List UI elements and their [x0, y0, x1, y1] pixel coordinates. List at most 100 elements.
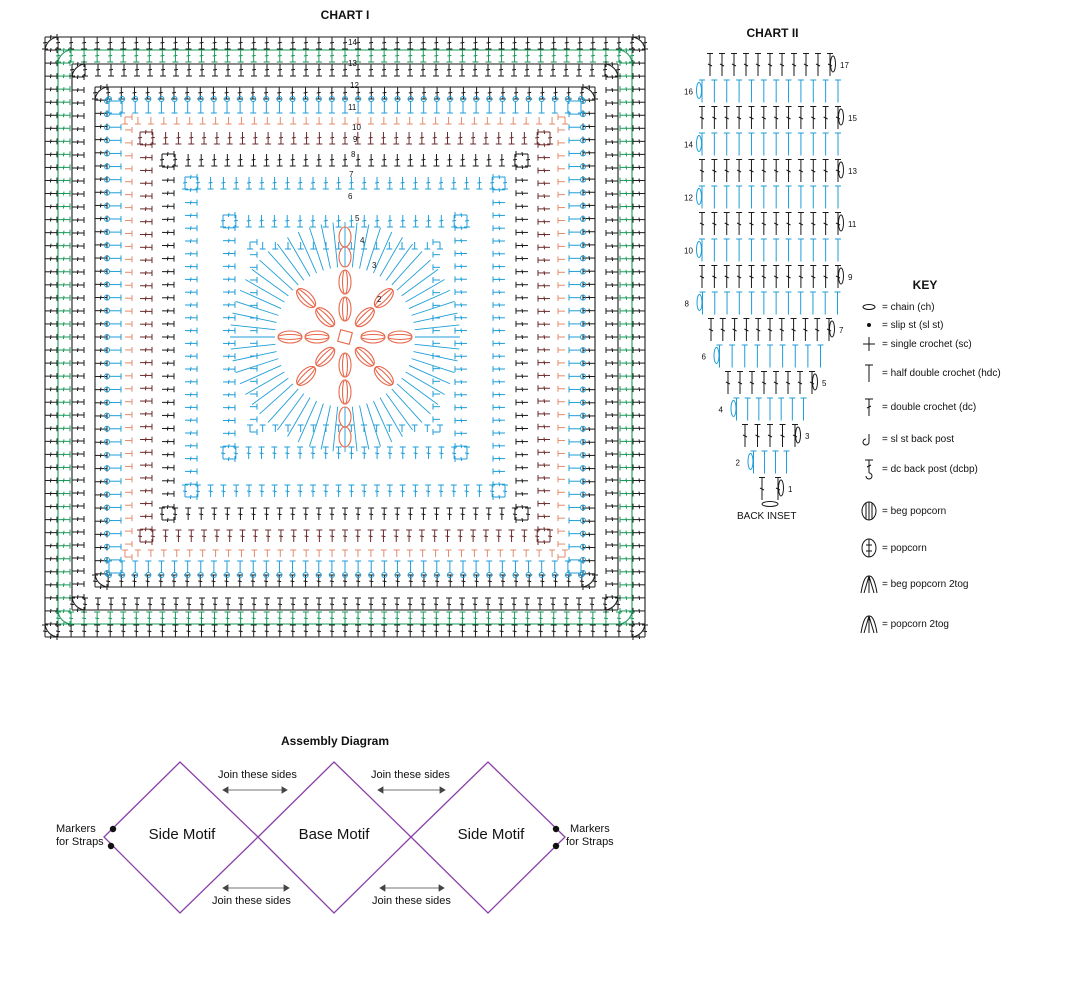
side-motif-left-outline — [103, 761, 259, 914]
chart-1-ring — [247, 239, 443, 435]
side-motif-left-label: Side Motif — [148, 826, 216, 843]
chart-1-round-number: 5 — [355, 214, 360, 223]
markers-for-straps-left: Markers for Straps — [56, 823, 104, 849]
chart-1-round-number: 12 — [350, 81, 359, 90]
chart-2-row — [730, 397, 807, 421]
chart-2-row-number: 3 — [805, 432, 810, 441]
chart-2-row — [759, 477, 784, 500]
chart-1-ring — [69, 61, 621, 613]
assembly-title: Assembly Diagram — [280, 734, 390, 748]
chart-2-row — [742, 424, 801, 447]
key-item-label: = chain (ch) — [882, 301, 935, 313]
chart-2-row-number: 8 — [685, 300, 690, 309]
chart-2-row — [696, 79, 841, 103]
chart-2-row-number: 7 — [839, 326, 844, 335]
key-item: = popcorn — [858, 537, 927, 559]
chart-2-row-number: 2 — [736, 459, 741, 468]
key-item-label: = half double crochet (hdc) — [882, 367, 1001, 379]
chart-1-title: CHART I — [320, 8, 370, 22]
chart-2-row — [696, 185, 841, 209]
chart-1-round-number: 6 — [348, 192, 353, 201]
chart-2-row — [696, 238, 841, 262]
key-item: = dc back post (dcbp) — [858, 458, 978, 480]
chart-1-ring — [122, 114, 568, 560]
strap-marker-left-bottom — [107, 842, 115, 850]
chart-1-round-number: 11 — [348, 103, 357, 112]
chart-2-row-number: 5 — [822, 379, 827, 388]
chart-2-title: CHART II — [746, 26, 799, 40]
chart-2-row-number: 15 — [848, 114, 857, 123]
chart-2-row-number: 6 — [702, 353, 707, 362]
chart-2-row — [699, 106, 844, 129]
strap-marker-left-top — [109, 825, 117, 833]
sl-st-back-post-icon — [858, 428, 880, 450]
popcorn-2tog-icon — [858, 613, 880, 635]
chart-1-ring — [182, 174, 508, 500]
chart-1-round-number: 10 — [352, 123, 361, 132]
strap-marker-right-top — [552, 825, 560, 833]
beg-popcorn-icon — [858, 500, 880, 522]
key-item-label: = popcorn — [882, 542, 927, 554]
key-item: = sl st back post — [858, 428, 954, 450]
popcorn-icon — [858, 537, 880, 559]
single-crochet-icon — [858, 333, 880, 355]
chart-1-ring — [137, 129, 553, 545]
chart-2-row — [747, 450, 790, 474]
markers-left-line2: for Straps — [56, 836, 104, 848]
chart-2-row-number: 9 — [848, 273, 853, 282]
chart-1-round-number: 13 — [348, 59, 357, 68]
join-label-top-right: Join these sides — [371, 769, 450, 781]
chart-1-stitches — [42, 34, 648, 640]
chart-2-row-number: 11 — [848, 220, 857, 229]
chart-2-row — [707, 53, 836, 76]
key-item: = slip st (sl st) — [858, 314, 943, 336]
key-item: = beg popcorn 2tog — [858, 573, 968, 595]
chart-2-row-number: 13 — [848, 167, 857, 176]
chart-2-row-number: 4 — [719, 406, 724, 415]
key-item: = half double crochet (hdc) — [858, 362, 1001, 384]
key-item: = single crochet (sc) — [858, 333, 972, 355]
chart-2-row — [713, 344, 824, 368]
chart-2-row-number: 1 — [788, 485, 793, 494]
markers-left-line1: Markers — [56, 823, 96, 835]
half-double-crochet-icon — [858, 362, 880, 384]
chart-1-round-number: 8 — [351, 150, 356, 159]
chart-1-round-number: 7 — [349, 170, 354, 179]
chart-2-row — [699, 265, 844, 288]
assembly-diagram — [103, 761, 566, 914]
key-title: KEY — [912, 278, 938, 292]
chart-1-ring — [159, 151, 531, 523]
chart-2-row — [725, 371, 818, 394]
key-item-label: = beg popcorn 2tog — [882, 578, 969, 590]
key-item-label: = dc back post (dcbp) — [882, 463, 978, 475]
key-item: = beg popcorn — [858, 500, 946, 522]
join-label-top-left: Join these sides — [218, 769, 297, 781]
key-item: = popcorn 2tog — [858, 613, 949, 635]
key-item-label: = slip st (sl st) — [882, 319, 944, 331]
chart-2-row — [699, 159, 844, 182]
key-item-label: = sl st back post — [882, 433, 954, 445]
chart-1-ring — [42, 34, 648, 640]
strap-marker-right-bottom — [552, 842, 560, 850]
join-label-bottom-right: Join these sides — [372, 895, 451, 907]
markers-for-straps-right: Markers for Straps — [566, 823, 614, 849]
key-item: = double crochet (dc) — [858, 396, 976, 418]
chart-1-fans — [230, 222, 460, 452]
key-item-label: = beg popcorn — [882, 505, 947, 517]
side-motif-right-outline — [410, 761, 566, 914]
key-item: = chain (ch) — [858, 296, 935, 318]
chart-2-row-number: 16 — [684, 88, 693, 97]
chart-1-round-number: 2 — [377, 295, 382, 304]
slip-stitch-icon — [858, 314, 880, 336]
chart-1-round-number: 14 — [348, 38, 357, 47]
markers-right-line2: for Straps — [566, 836, 614, 848]
chart-1-ring — [55, 47, 635, 627]
chart-1-popcorns — [277, 226, 413, 448]
double-crochet-icon — [858, 396, 880, 418]
key-item-label: = popcorn 2tog — [882, 618, 949, 630]
key-item-label: = single crochet (sc) — [882, 338, 972, 350]
dc-back-post-icon — [858, 458, 880, 480]
base-motif-label: Base Motif — [298, 826, 370, 843]
